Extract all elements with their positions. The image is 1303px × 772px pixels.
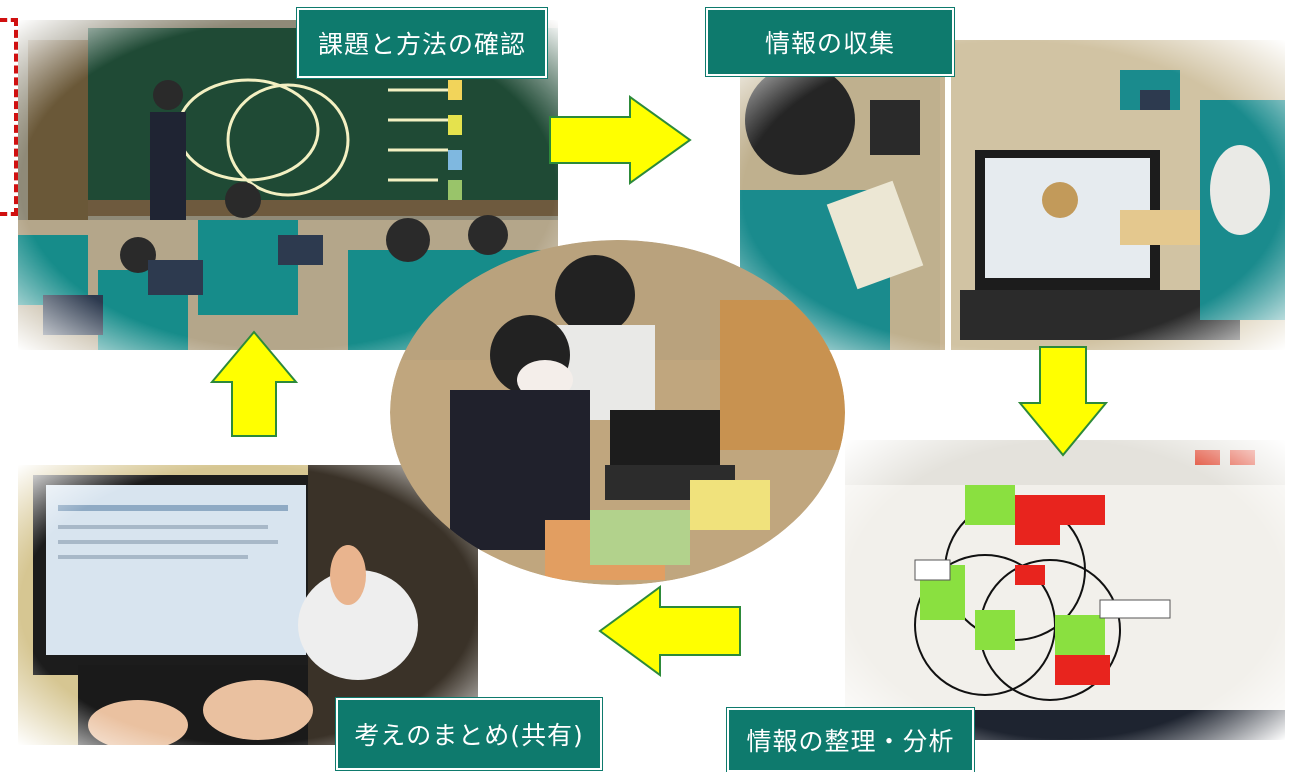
arrow-left-icon bbox=[595, 585, 745, 677]
highlight-frame bbox=[0, 18, 18, 216]
step-label-summary-sharing: 考えのまとめ(共有) bbox=[336, 698, 602, 770]
step-label-information-gathering: 情報の収集 bbox=[706, 8, 954, 76]
arrow-up-icon bbox=[208, 330, 300, 438]
photo-information-gathering bbox=[740, 40, 1285, 350]
arrow-down-icon bbox=[1018, 345, 1108, 457]
step-label-task-and-method: 課題と方法の確認 bbox=[297, 8, 547, 78]
photo-group-discussion bbox=[390, 240, 845, 585]
arrow-right-icon bbox=[545, 95, 695, 185]
step-label-organization-analysis: 情報の整理・分析 bbox=[727, 708, 974, 772]
photo-organization-analysis bbox=[845, 440, 1285, 740]
